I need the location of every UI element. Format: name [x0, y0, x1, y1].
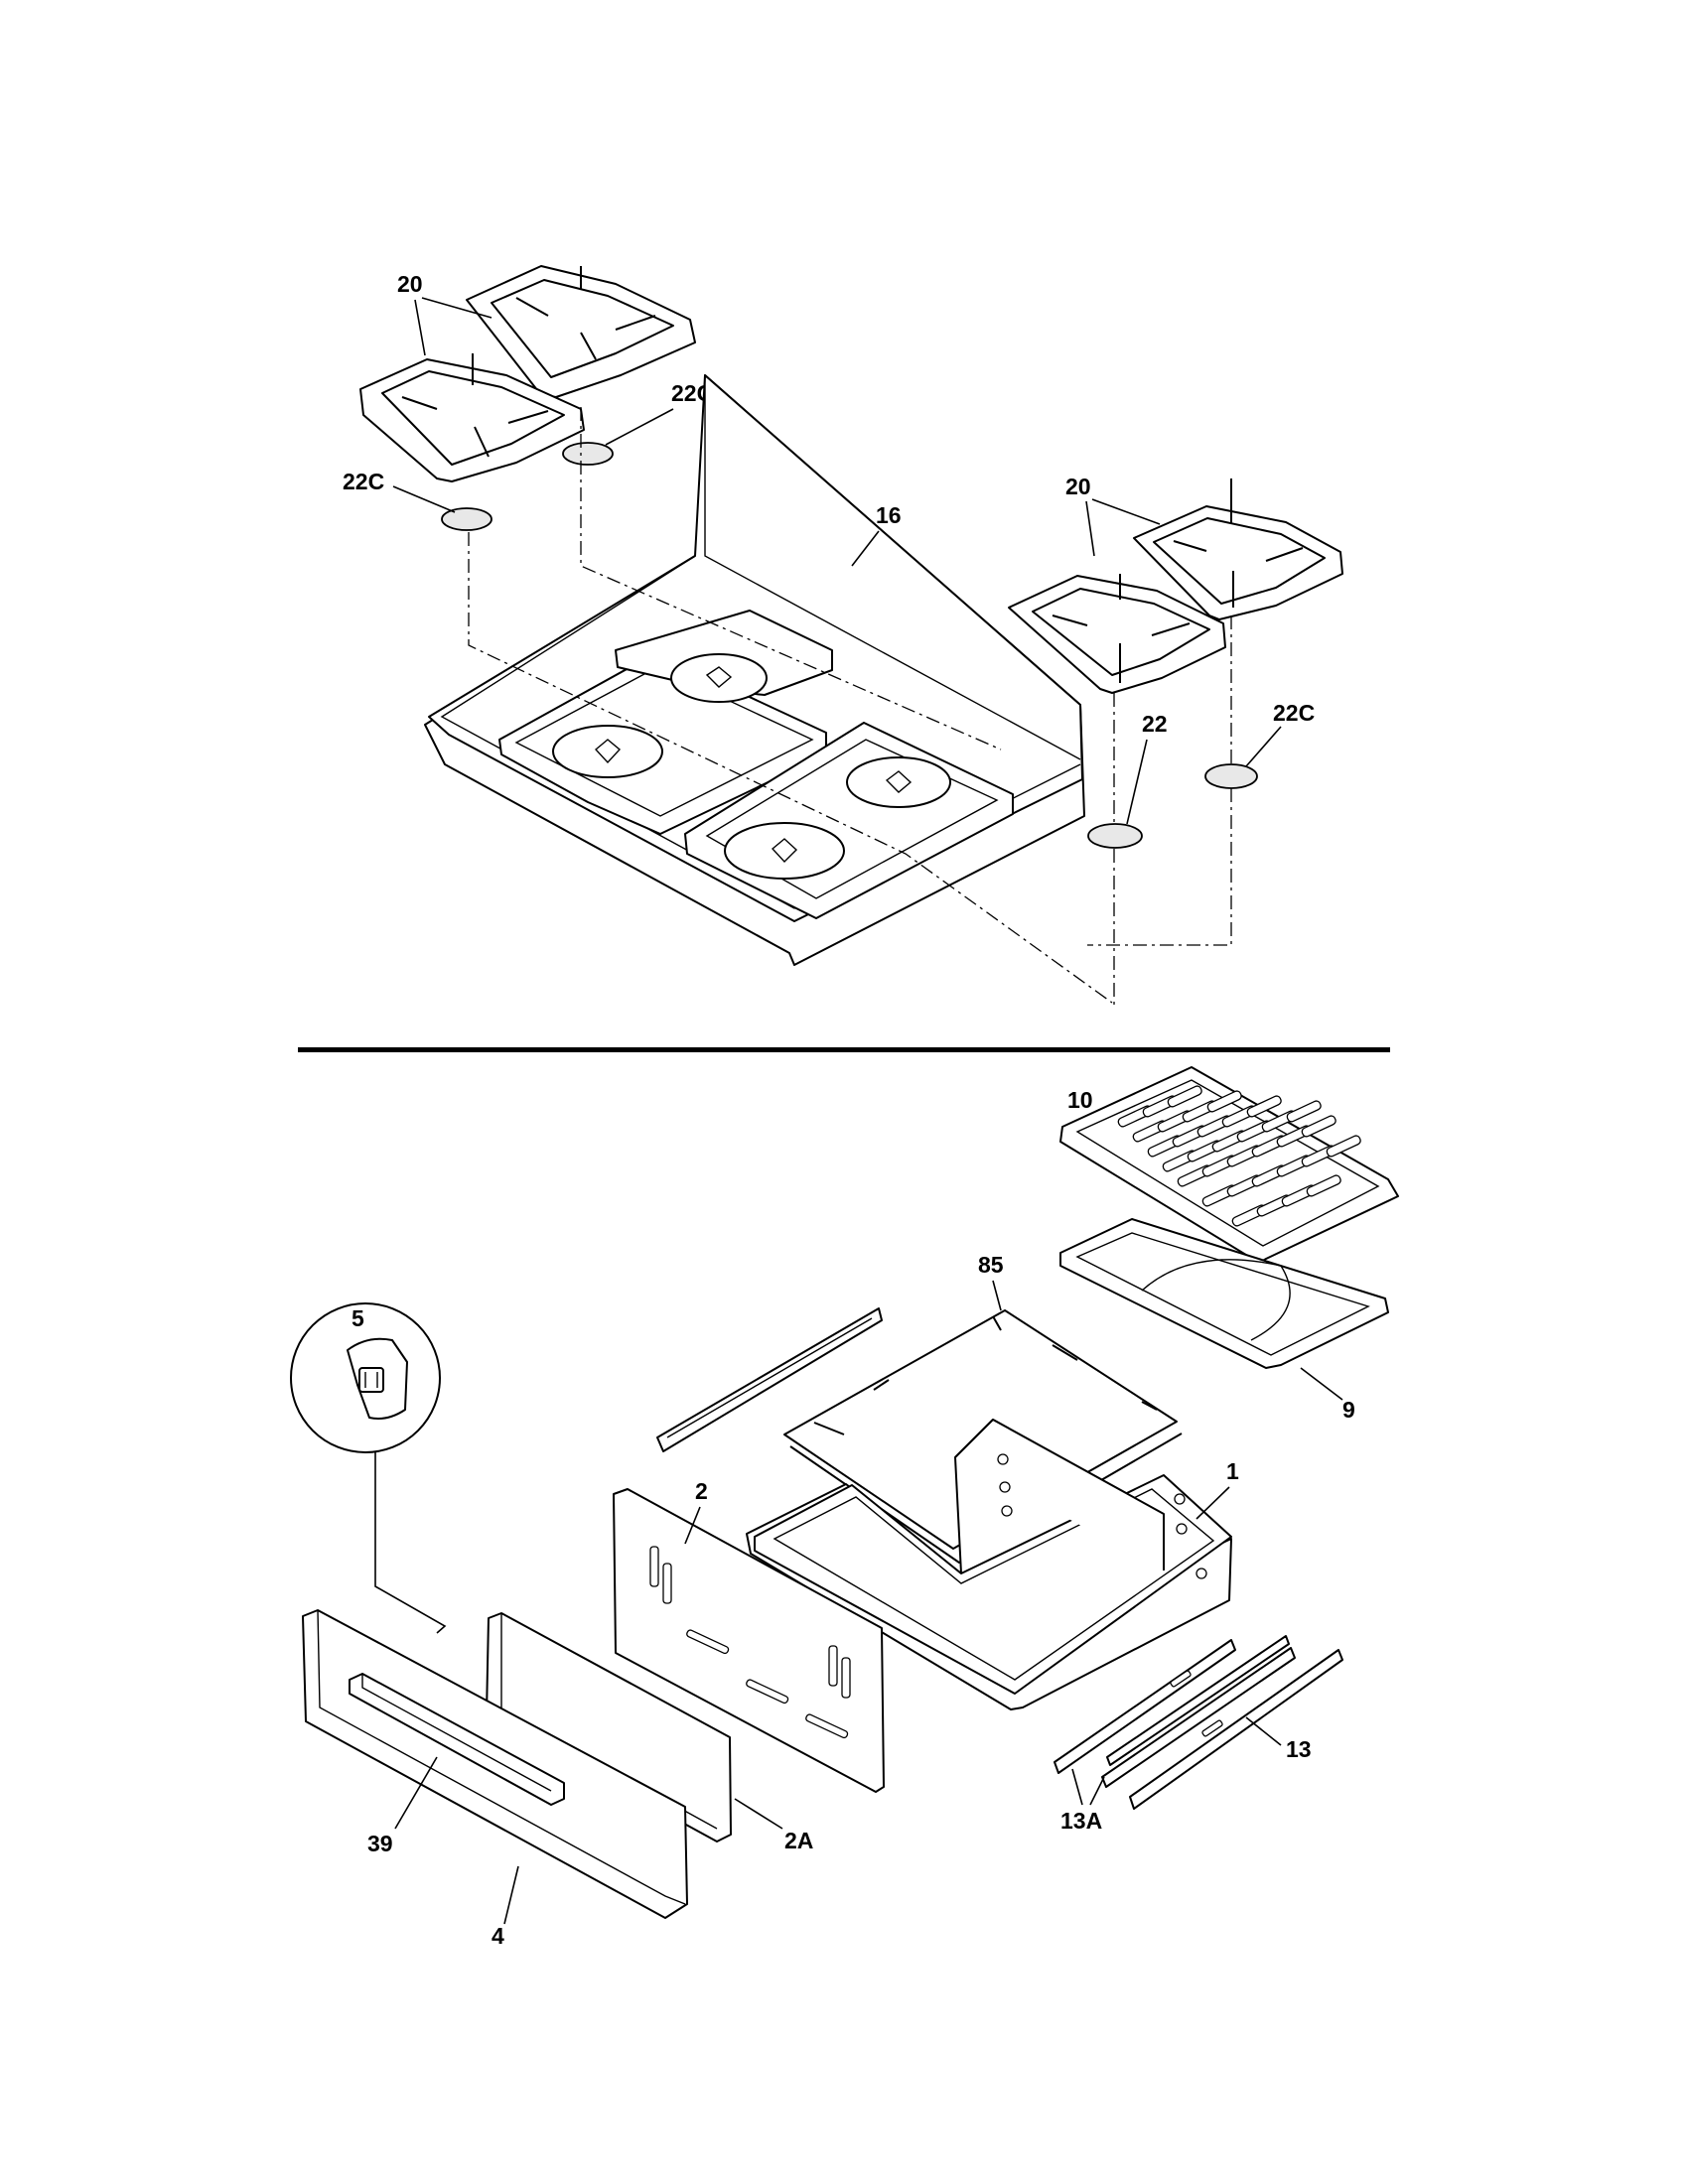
label-22: 22: [1142, 711, 1168, 737]
label-22c-right: 22C: [1273, 700, 1315, 726]
label-10: 10: [1067, 1087, 1093, 1113]
label-4: 4: [492, 1923, 504, 1949]
leader-4: [503, 1865, 519, 1925]
section-divider: [298, 1047, 1390, 1052]
label-39: 39: [367, 1831, 393, 1856]
leader-1: [1196, 1486, 1230, 1520]
burner-cap-left-lower: [441, 507, 492, 531]
detail-callout-5: [290, 1302, 447, 1634]
grates-left-label: 20: [397, 271, 492, 356]
leader-9: [1300, 1367, 1343, 1401]
label-5: 5: [352, 1305, 364, 1331]
leader-85: [992, 1280, 1002, 1311]
label-13: 13: [1286, 1736, 1312, 1762]
leader-22c-left-lower: [392, 485, 456, 513]
leader-2a: [734, 1798, 783, 1830]
left-burner-grates: [359, 265, 696, 482]
burner-port-3: [724, 822, 845, 880]
label-20-right: 20: [1065, 474, 1091, 499]
leader-2: [684, 1506, 701, 1545]
leader-20-right: [1085, 498, 1161, 557]
label-9: 9: [1342, 1397, 1355, 1423]
leader-22: [1126, 739, 1148, 825]
broiler-grid: [1059, 1066, 1399, 1264]
burner-cap-22: [1087, 823, 1143, 849]
label-1: 1: [1226, 1458, 1239, 1484]
leader-22c-right: [1245, 726, 1282, 767]
label-20-left: 20: [397, 271, 423, 297]
drawer-back-panel: [613, 1488, 885, 1793]
burner-port-2: [670, 653, 768, 703]
cooktop: [424, 374, 1085, 966]
burner-cap-22c-right: [1204, 763, 1258, 789]
top-assembly-lines: [468, 407, 1232, 1005]
burner-port-4: [846, 756, 951, 808]
drawer-body: [746, 1419, 1232, 1710]
burner-cap-left-upper: [562, 442, 614, 466]
label-2a: 2A: [784, 1828, 813, 1853]
drawer-side-rail-upper: [656, 1307, 883, 1452]
label-2: 2: [695, 1478, 708, 1504]
burner-port-1: [552, 725, 663, 778]
label-16: 16: [876, 502, 902, 528]
leader-13a: [1071, 1768, 1105, 1806]
label-85: 85: [978, 1252, 1004, 1278]
broiler-pan: [1059, 1218, 1389, 1369]
label-13a: 13A: [1060, 1808, 1102, 1834]
leader-16: [851, 530, 880, 567]
leader-39: [394, 1756, 438, 1830]
slide-rail-assembly: [1054, 1635, 1343, 1810]
leader-13: [1245, 1716, 1282, 1746]
label-22c-left-lower: 22C: [343, 469, 384, 494]
right-burner-grates: [1008, 478, 1343, 694]
leader-22c-left-upper: [605, 408, 674, 446]
leader-20-left: [414, 297, 492, 356]
